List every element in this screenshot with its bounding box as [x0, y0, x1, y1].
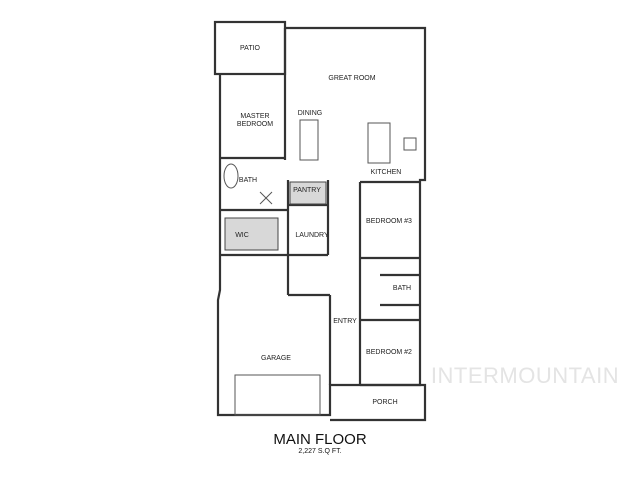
- label-entry: ENTRY: [333, 318, 357, 325]
- plan-area: 2,227 S.Q FT.: [298, 448, 342, 455]
- label-porch: PORCH: [372, 399, 397, 406]
- x-mark: [259, 191, 273, 205]
- plan-title: MAIN FLOOR: [273, 431, 367, 448]
- dining-table: [299, 119, 319, 161]
- label-kitchen: KITCHEN: [371, 169, 402, 176]
- label-master-2: BEDROOM: [237, 121, 273, 128]
- kitchen-island: [367, 122, 391, 164]
- exterior-wall: [216, 75, 427, 422]
- label-bath2: BATH: [393, 285, 411, 292]
- label-patio: PATIO: [240, 45, 261, 52]
- label-master-bath: BATH: [239, 177, 257, 184]
- garage-door: [234, 374, 321, 416]
- label-bedroom2: BEDROOM #2: [366, 349, 412, 356]
- room-labels: PATIO GREAT ROOM DINING MASTER BEDROOM K…: [235, 45, 412, 406]
- label-bedroom3: BEDROOM #3: [366, 218, 412, 225]
- label-dining: DINING: [298, 110, 323, 117]
- watermark: INTERMOUNTAIN: [431, 363, 619, 388]
- label-master-1: MASTER: [240, 113, 269, 120]
- label-pantry: PANTRY: [293, 187, 321, 194]
- wic-shelving: [224, 217, 279, 251]
- label-garage: GARAGE: [261, 355, 291, 362]
- range: [403, 137, 417, 151]
- label-wic: WIC: [235, 232, 249, 239]
- walls: [213, 20, 427, 422]
- pantry-shelving: [289, 181, 327, 205]
- label-laundry: LAUNDRY: [295, 232, 329, 239]
- label-great-room: GREAT ROOM: [328, 75, 375, 82]
- bathtub: [223, 163, 239, 189]
